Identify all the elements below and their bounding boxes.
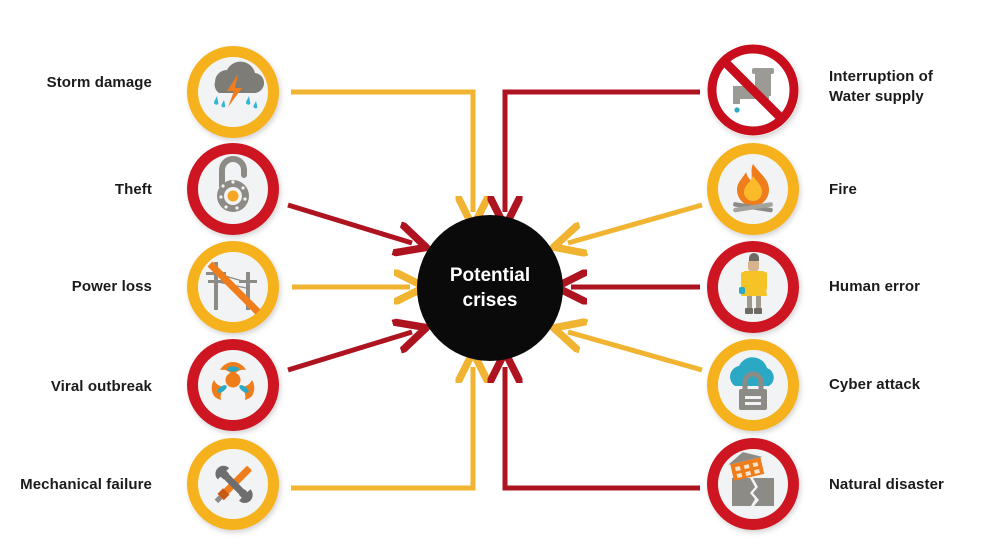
- wrench-screwdriver-icon: [214, 465, 253, 504]
- arrow-interruption-water-supply: [505, 89, 700, 212]
- arrow-mechanical-failure: [291, 367, 473, 491]
- node-interruption-water-supply[interactable]: [707, 44, 799, 136]
- biohazard-icon: [211, 362, 255, 400]
- label-interruption-water-supply: Interruption of Water supply: [829, 68, 933, 105]
- arrow-viral-outbreak: [287, 332, 412, 373]
- person-raincoat-icon: [739, 253, 767, 314]
- arrow-storm-damage: [291, 89, 473, 212]
- storm-cloud-lightning-icon: [213, 61, 265, 109]
- arrow-theft: [287, 202, 412, 243]
- padlock-icon: [217, 156, 249, 212]
- earthquake-building-icon: [728, 452, 774, 506]
- label-cyber-attack: Cyber attack: [829, 376, 921, 393]
- node-power-loss[interactable]: [187, 241, 279, 333]
- node-fire[interactable]: [707, 143, 799, 235]
- center-hub: [417, 215, 563, 361]
- cloud-padlock-icon: [730, 357, 774, 410]
- node-theft[interactable]: [187, 143, 279, 235]
- arrow-natural-disaster: [505, 367, 700, 491]
- label-human-error: Human error: [829, 278, 921, 295]
- label-storm-damage: Storm damage: [46, 74, 152, 91]
- label-power-loss: Power loss: [71, 278, 152, 295]
- fire-flame-icon: [733, 164, 773, 213]
- arrow-cyber-attack: [568, 332, 703, 373]
- label-natural-disaster: Natural disaster: [829, 476, 944, 493]
- node-human-error[interactable]: [707, 241, 799, 333]
- power-line-prohibited-icon: [206, 261, 261, 315]
- arrow-fire: [568, 202, 703, 243]
- label-fire: Fire: [829, 181, 857, 198]
- label-theft: Theft: [114, 181, 152, 198]
- node-viral-outbreak[interactable]: [187, 339, 279, 431]
- node-mechanical-failure[interactable]: [187, 438, 279, 530]
- node-natural-disaster[interactable]: [707, 438, 799, 530]
- node-cyber-attack[interactable]: [707, 339, 799, 431]
- node-storm-damage[interactable]: [187, 46, 279, 138]
- label-viral-outbreak: Viral outbreak: [50, 378, 152, 395]
- label-mechanical-failure: Mechanical failure: [20, 476, 152, 493]
